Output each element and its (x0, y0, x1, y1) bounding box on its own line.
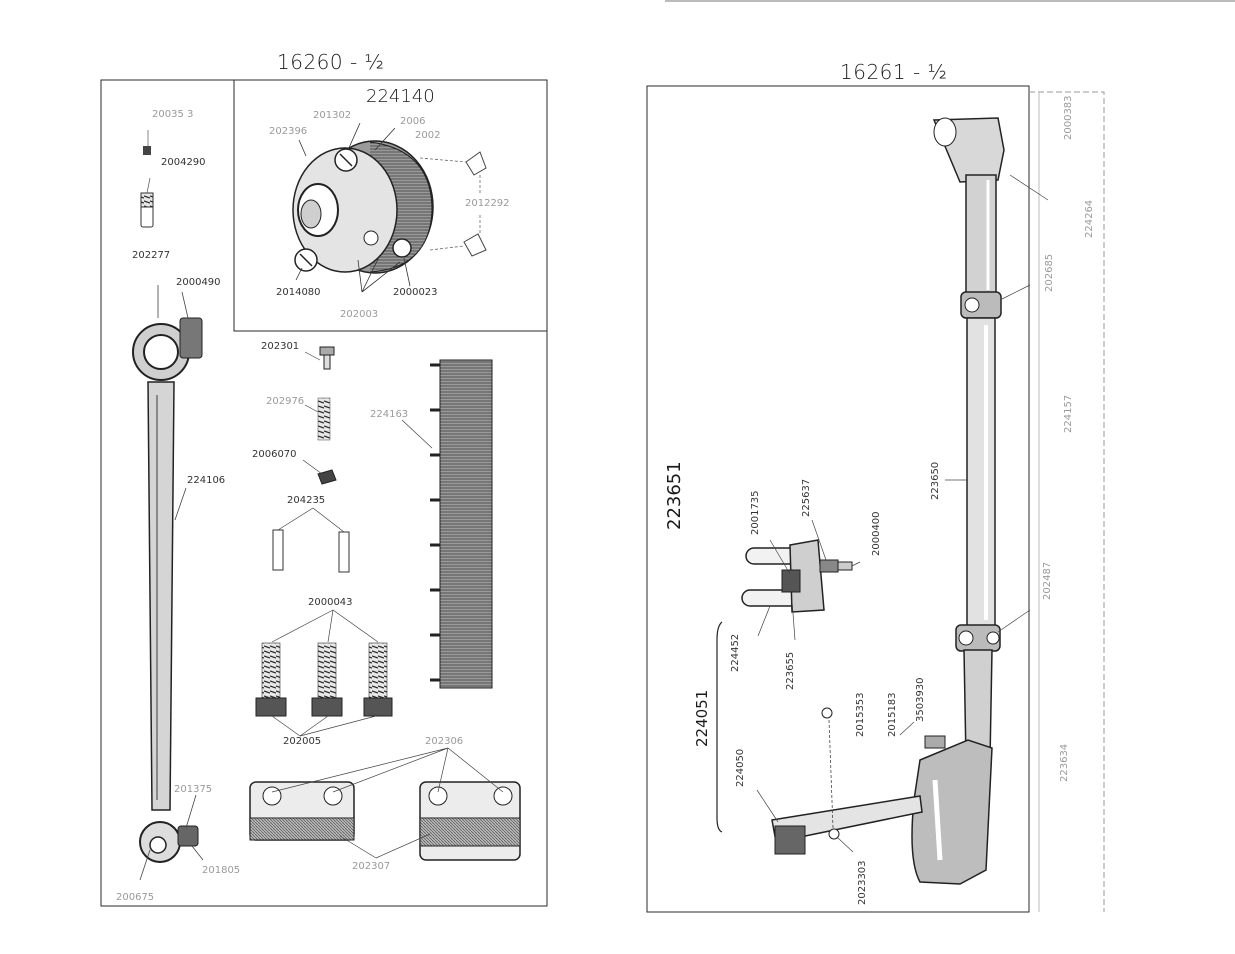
label-2023303: 2023303 (857, 860, 868, 905)
label-202306: 202306 (425, 736, 464, 747)
label-200353: 20035 3 (152, 109, 194, 120)
right-sheet-fold-line (1029, 91, 1105, 912)
label-223651: 223651 (664, 461, 685, 530)
label-2002: 2002 (415, 130, 441, 141)
label-224163: 224163 (370, 409, 409, 420)
label-200675: 200675 (116, 892, 155, 903)
left-sheet-title: 16260 - ½ (277, 50, 385, 74)
dowel-pins-icon (272, 507, 350, 573)
right-sheet-title: 16261 - ½ (840, 60, 948, 84)
label-224106: 224106 (187, 475, 226, 486)
cap-screw-icon (304, 346, 335, 370)
bolts-icon (255, 609, 393, 737)
label-2000400: 2000400 (871, 511, 882, 556)
label-223655: 223655 (785, 651, 796, 690)
label-2006: 2006 (400, 116, 426, 127)
label-202396: 202396 (269, 126, 308, 137)
label-2015183: 2015183 (887, 692, 898, 737)
label-224264: 224264 (1084, 199, 1095, 238)
label-3503930: 3503930 (915, 677, 926, 722)
inset-title: 224140 (366, 86, 435, 107)
label-202005: 202005 (283, 736, 322, 747)
label-202685: 202685 (1044, 253, 1055, 292)
bearing-caps-icon (249, 747, 521, 861)
label-202487: 202487 (1042, 561, 1053, 600)
label-202277: 202277 (132, 250, 171, 261)
rack-bar-icon (401, 359, 493, 689)
label-2000490: 2000490 (176, 277, 221, 288)
label-2012292: 2012292 (465, 198, 510, 209)
inset-frame (233, 79, 548, 332)
label-201375: 201375 (174, 784, 213, 795)
spring-icon (304, 397, 331, 441)
label-2006070: 2006070 (252, 449, 297, 460)
label-202307: 202307 (352, 861, 391, 872)
small-screw-icon (143, 130, 151, 155)
label-2000383: 2000383 (1063, 95, 1074, 140)
label-202976: 202976 (266, 396, 305, 407)
small-clip-icon (302, 459, 337, 485)
label-224157: 224157 (1063, 394, 1074, 433)
label-225637: 225637 (801, 478, 812, 517)
label-204235: 204235 (287, 495, 326, 506)
label-2004290: 2004290 (161, 157, 206, 168)
hub-assembly-icon (292, 122, 487, 293)
label-224051: 224051 (693, 689, 711, 747)
threaded-pin-icon (140, 177, 154, 228)
shaft-assembly-icon (911, 117, 1049, 885)
label-2001735: 2001735 (750, 490, 761, 535)
label-2015353: 2015353 (855, 692, 866, 737)
label-2014080: 2014080 (276, 287, 321, 298)
fork-bracket-icon (741, 519, 861, 641)
label-224452: 224452 (730, 633, 741, 672)
label-201302: 201302 (313, 110, 352, 121)
lever-arm-icon (756, 707, 923, 855)
label-202003: 202003 (340, 309, 379, 320)
label-201805: 201805 (202, 865, 241, 876)
label-223634: 223634 (1059, 743, 1070, 782)
label-223650: 223650 (930, 461, 941, 500)
label-224050: 224050 (735, 748, 746, 787)
right-sheet-frame (646, 85, 1030, 913)
group-brace-224051 (716, 621, 723, 833)
connecting-rod-icon (132, 285, 204, 881)
label-202301: 202301 (261, 341, 300, 352)
label-2000023: 2000023 (393, 287, 438, 298)
label-2000043: 2000043 (308, 597, 353, 608)
